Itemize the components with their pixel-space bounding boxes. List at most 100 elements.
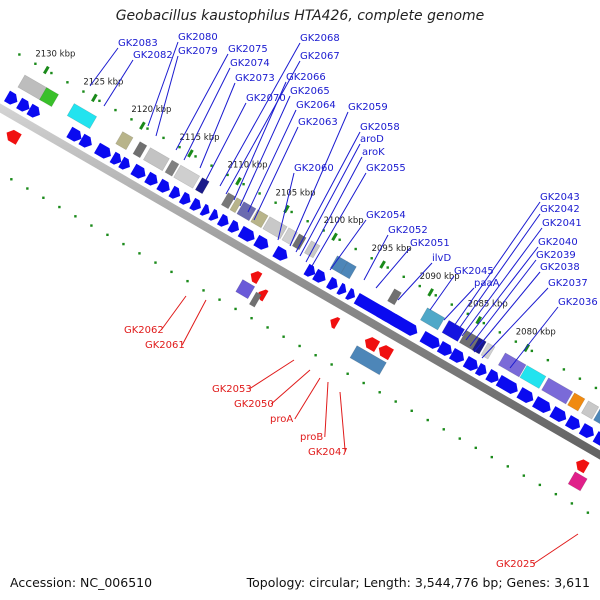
gene-arrow-forward [419,330,440,349]
ruler-tick [226,173,229,177]
ruler-tick [242,182,245,186]
gene-label-gk2041[interactable]: GK2041 [542,218,582,229]
gene-block-forward [194,177,210,195]
ruler-tick [322,229,325,232]
gene-label-gk2043[interactable]: GK2043 [540,192,580,203]
gene-label-gk2061[interactable]: GK2061 [145,340,185,351]
ruler-tick [10,178,13,181]
gene-block-reverse [235,279,256,300]
gene-arrow-forward [189,197,201,211]
ruler-tick [34,62,37,65]
gene-block-reverse [567,471,588,492]
leader-line-forward [239,95,291,207]
gene-arrow-forward [253,234,269,250]
gene-label-gk2073[interactable]: GK2073 [235,73,275,84]
gene-label-gk2067[interactable]: GK2067 [300,51,340,62]
gene-label-gk2082[interactable]: GK2082 [133,50,173,61]
leader-line-forward [155,55,179,137]
gene-arrow-forward [326,276,338,290]
gene-label-gk2052[interactable]: GK2052 [388,225,428,236]
ruler-tick [202,289,205,292]
gene-arrow-forward [130,163,146,179]
gene-label-gk2040[interactable]: GK2040 [538,237,578,248]
gene-label-gk2025[interactable]: GK2025 [496,559,536,570]
leader-line-forward [89,47,119,87]
ruler-tick [394,400,397,403]
ruler-tick [298,344,301,348]
ruler-tick [258,192,261,195]
gene-label-gk2068[interactable]: GK2068 [300,33,340,44]
gene-label-gk2047[interactable]: GK2047 [308,447,348,458]
gene-arrow-forward [345,287,356,300]
leader-line-forward [219,42,301,187]
gene-block-forward [250,209,269,229]
gene-label-gk2055[interactable]: GK2055 [366,163,406,174]
ruler-label: 2080 kbp [516,327,556,337]
gene-label-gk2054[interactable]: GK2054 [366,210,406,221]
ruler-tick [330,363,333,366]
gene-arrow-forward [474,363,487,376]
gene-label-gk2051[interactable]: GK2051 [410,238,450,249]
gene-arrow-forward [549,406,567,422]
ruler-tick [490,455,493,459]
gene-label-gk2058[interactable]: GK2058 [360,122,400,133]
leader-line-forward [457,213,541,331]
gene-label-gk2074[interactable]: GK2074 [230,58,270,69]
gene-label-gk2062[interactable]: GK2062 [124,325,164,336]
gene-label-gk2075[interactable]: GK2075 [228,44,268,55]
gene-label-gk2065[interactable]: GK2065 [290,86,330,97]
ruler-tick [594,386,598,390]
ruler-tick [538,483,542,487]
gene-label-gk2063[interactable]: GK2063 [298,117,338,128]
gene-block-forward [567,392,586,412]
gene-arrow-forward [118,156,130,170]
gene-label-gk2080[interactable]: GK2080 [178,32,218,43]
gene-block-forward [340,261,357,280]
gene-block-forward [17,74,50,102]
ruler-tick [266,326,269,329]
gene-label-gk2037[interactable]: GK2037 [548,278,588,289]
ruler-tick [130,118,133,121]
leader-line-reverse [181,299,207,346]
leader-line-reverse [339,391,346,453]
gene-label-gk2079[interactable]: GK2079 [178,46,218,57]
gene-block-forward [229,197,243,214]
ruler-tick [418,284,421,288]
gene-label-gk2070[interactable]: GK2070 [246,93,286,104]
gene-block-forward [173,164,201,189]
gene-label-gk2059[interactable]: GK2059 [348,102,388,113]
ruler-tick [586,511,590,514]
gene-label-gk2038[interactable]: GK2038 [540,262,580,273]
gene-label-gk2045[interactable]: GK2045 [454,266,494,277]
gene-label-gk2053[interactable]: GK2053 [212,384,252,395]
gene-label-proa[interactable]: proA [270,414,293,425]
gene-label-ilvd[interactable]: ilvD [432,253,451,264]
gene-block-forward [262,216,288,240]
gene-label-gk2083[interactable]: GK2083 [118,38,158,49]
gene-label-gk2060[interactable]: GK2060 [294,163,334,174]
ruler-tick [178,145,181,149]
gene-label-gk2050[interactable]: GK2050 [234,399,274,410]
gene-label-paaa[interactable]: paaA [474,278,500,289]
ruler-tick [346,372,349,375]
gene-label-gk2036[interactable]: GK2036 [558,297,598,308]
ruler-tick [498,331,502,334]
gene-label-arok[interactable]: aroK [362,147,385,158]
gene-label-gk2064[interactable]: GK2064 [296,100,336,111]
ruler-major-tick [91,93,98,103]
gene-label-gk2039[interactable]: GK2039 [536,250,576,261]
ruler-tick [218,298,221,301]
gene-block-forward [236,201,257,222]
gene-label-arod[interactable]: aroD [360,134,384,145]
ruler-tick [154,261,157,264]
gene-arrow-forward [592,431,600,446]
gene-label-prob[interactable]: proB [300,432,323,443]
gene-label-gk2066[interactable]: GK2066 [286,72,326,83]
ruler-label: 2100 kbp [324,216,364,226]
gene-label-gk2042[interactable]: GK2042 [540,204,580,215]
gene-arrow-forward [390,313,404,328]
leader-line-forward [429,275,455,311]
gene-arrow-forward [168,185,181,199]
backbone-layer [0,103,600,460]
